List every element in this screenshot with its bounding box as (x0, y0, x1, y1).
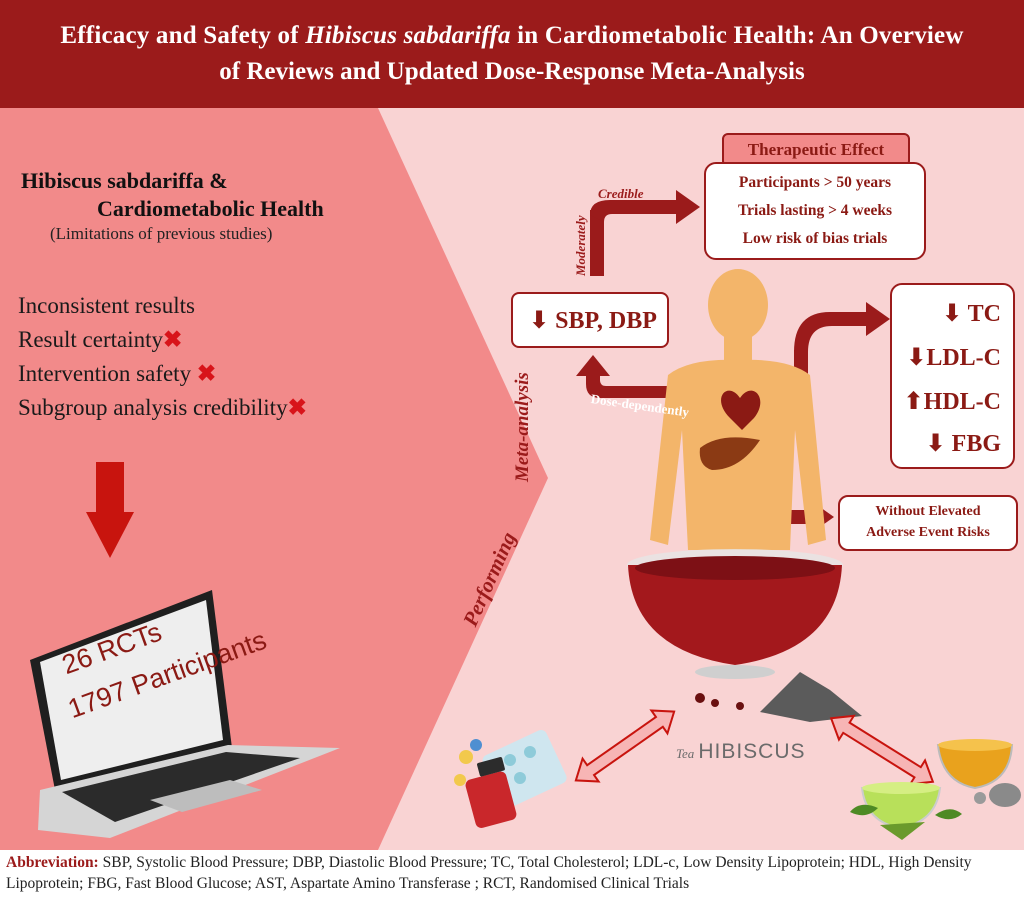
down-arrow-icon: ⬇ (925, 429, 946, 457)
therapeutic-title-box: Therapeutic Effect (722, 133, 910, 167)
credible-arrow (590, 190, 700, 276)
cross-icon: ✖ (287, 395, 307, 420)
title-banner: Efficacy and Safety of Hibiscus sabdarif… (0, 0, 1024, 108)
lipids-box: ⬇ TC ⬇LDL-C ⬆HDL-C ⬇ FBG (890, 283, 1015, 469)
limitation-item: Inconsistent results (18, 293, 195, 318)
lipid-item: ⬆HDL-C (903, 387, 1001, 415)
abbreviation-label: Abbreviation: (6, 854, 99, 871)
left-heading-line2: Cardiometabolic Health (97, 196, 324, 221)
down-arrow-icon: ⬇ (529, 306, 550, 334)
left-subheading: (Limitations of previous studies) (50, 224, 273, 243)
left-heading-line1: Hibiscus sabdariffa & (21, 168, 228, 193)
lipid-item: ⬇ FBG (925, 429, 1001, 457)
teapot-icon (974, 783, 1021, 807)
abbreviation-text: SBP, Systolic Blood Pressure; DBP, Diast… (6, 854, 972, 892)
laptop-icon (30, 590, 340, 838)
liver-icon (699, 437, 760, 470)
title-line-1: Efficacy and Safety of Hibiscus sabdarif… (60, 22, 964, 49)
therapeutic-title: Therapeutic Effect (747, 140, 885, 159)
dried-hibiscus-icon (695, 672, 862, 722)
therapeutic-item: Low risk of bias trials (742, 230, 888, 247)
safety-line2: Adverse Event Risks (866, 525, 990, 540)
tea-hibiscus-label: Tea HIBISCUS (676, 740, 806, 764)
moderately-label: Moderately (573, 215, 588, 276)
down-arrow-icon: ⬇ (941, 299, 963, 327)
title-line-2: of Reviews and Updated Dose-Response Met… (219, 58, 805, 85)
bp-box: ⬇ SBP, DBP (511, 292, 669, 348)
double-arrow-right (829, 714, 935, 786)
bp-label: SBP, DBP (555, 308, 657, 334)
up-arrow-icon: ⬆ (903, 387, 924, 415)
yellow-tea-cup-icon (936, 739, 1014, 790)
limitation-item: Subgroup analysis credibility✖ (18, 395, 307, 420)
down-arrow-left (86, 462, 134, 558)
double-arrow-left (574, 709, 676, 783)
tea-bowl-icon (627, 549, 843, 679)
meta-analysis-label: Meta-analysis (512, 372, 533, 482)
credible-label: Credible (598, 186, 644, 201)
lipid-item: ⬇LDL-C (906, 343, 1001, 371)
limitation-item: Result certainty✖ (18, 327, 183, 352)
hibiscus-label: HIBISCUS (698, 740, 806, 763)
abbreviation-footer: Abbreviation: SBP, Systolic Blood Pressu… (6, 852, 1018, 894)
pills-icon (454, 729, 567, 828)
therapeutic-item: Trials lasting > 4 weeks (737, 202, 893, 219)
therapeutic-item: Participants > 50 years (738, 174, 892, 191)
safety-box: Without Elevated Adverse Event Risks (838, 495, 1018, 551)
cross-icon: ✖ (196, 361, 217, 386)
heart-icon (721, 390, 761, 430)
green-tea-cup-icon (850, 782, 962, 840)
cross-icon: ✖ (163, 327, 183, 352)
tea-script: Tea (676, 746, 695, 761)
down-arrow-icon: ⬇ (906, 343, 927, 371)
safety-line1: Without Elevated (875, 504, 981, 519)
limitation-item: Intervention safety ✖ (18, 361, 217, 386)
lipid-item: ⬇ TC (941, 299, 1001, 327)
therapeutic-box: Participants > 50 years Trials lasting >… (704, 162, 926, 260)
